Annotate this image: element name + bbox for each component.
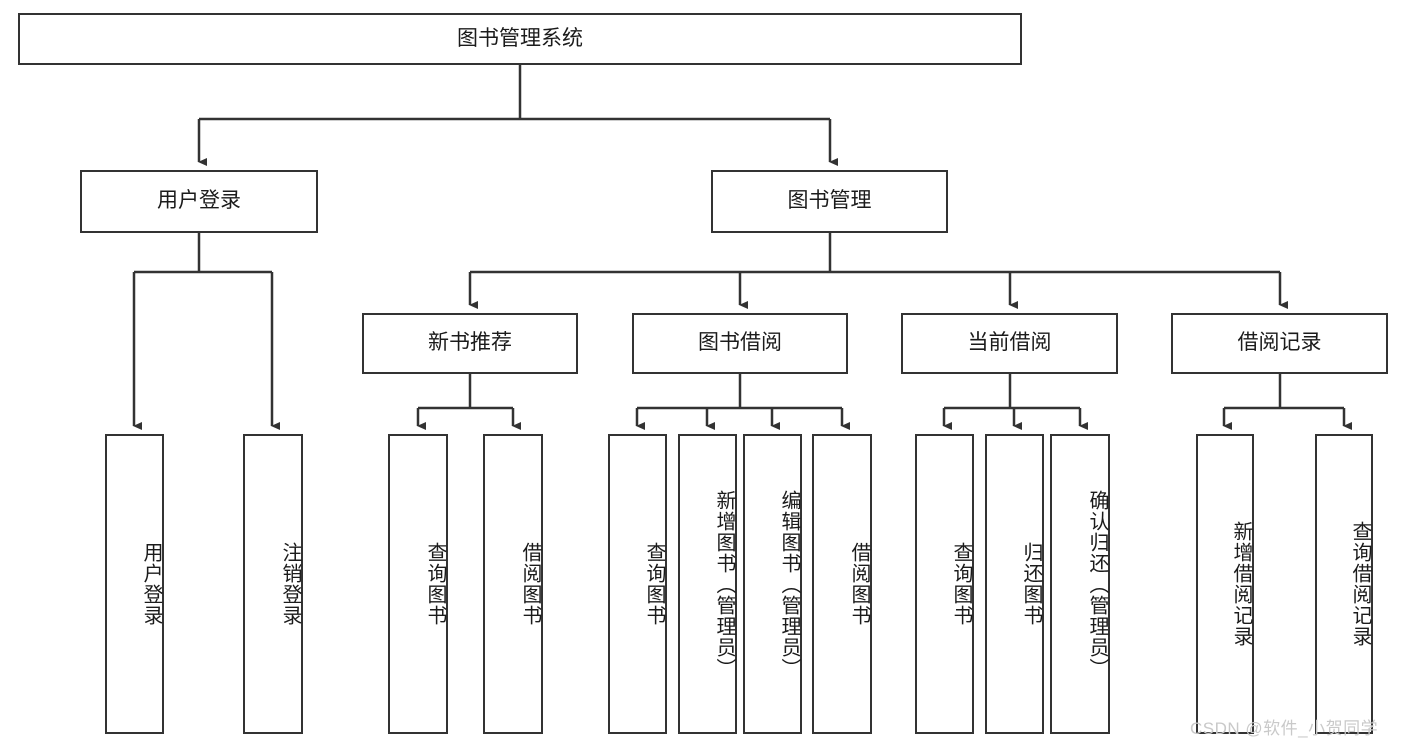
leaf-query-book-borrowing[interactable]: 查询图书 <box>608 434 667 734</box>
node-borrowing-record[interactable]: 借阅记录 <box>1171 313 1388 374</box>
leaf-return-book[interactable]: 归还图书 <box>985 434 1044 734</box>
leaf-borrow-book-borrowing[interactable]: 借阅图书 <box>812 434 872 734</box>
leaf-user-login[interactable]: 用户登录 <box>105 434 164 734</box>
leaf-edit-book-admin[interactable]: 编辑图书（管理员） <box>743 434 802 734</box>
node-book-borrowing[interactable]: 图书借阅 <box>632 313 848 374</box>
leaf-logout[interactable]: 注销登录 <box>243 434 303 734</box>
leaf-query-book-recommendation[interactable]: 查询图书 <box>388 434 448 734</box>
leaf-query-borrow-record[interactable]: 查询借阅记录 <box>1315 434 1373 734</box>
node-root-system[interactable]: 图书管理系统 <box>18 13 1022 65</box>
leaf-add-book-admin[interactable]: 新增图书（管理员） <box>678 434 737 734</box>
leaf-add-borrow-record[interactable]: 新增借阅记录 <box>1196 434 1254 734</box>
node-new-book-recommendation[interactable]: 新书推荐 <box>362 313 578 374</box>
leaf-query-book-current[interactable]: 查询图书 <box>915 434 974 734</box>
node-user-login[interactable]: 用户登录 <box>80 170 318 233</box>
leaf-borrow-book-recommendation[interactable]: 借阅图书 <box>483 434 543 734</box>
csdn-watermark: CSDN @软件_小贺同学 <box>1190 719 1379 738</box>
node-book-management[interactable]: 图书管理 <box>711 170 948 233</box>
leaf-confirm-return-admin[interactable]: 确认归还（管理员） <box>1050 434 1110 734</box>
node-current-borrowing[interactable]: 当前借阅 <box>901 313 1118 374</box>
